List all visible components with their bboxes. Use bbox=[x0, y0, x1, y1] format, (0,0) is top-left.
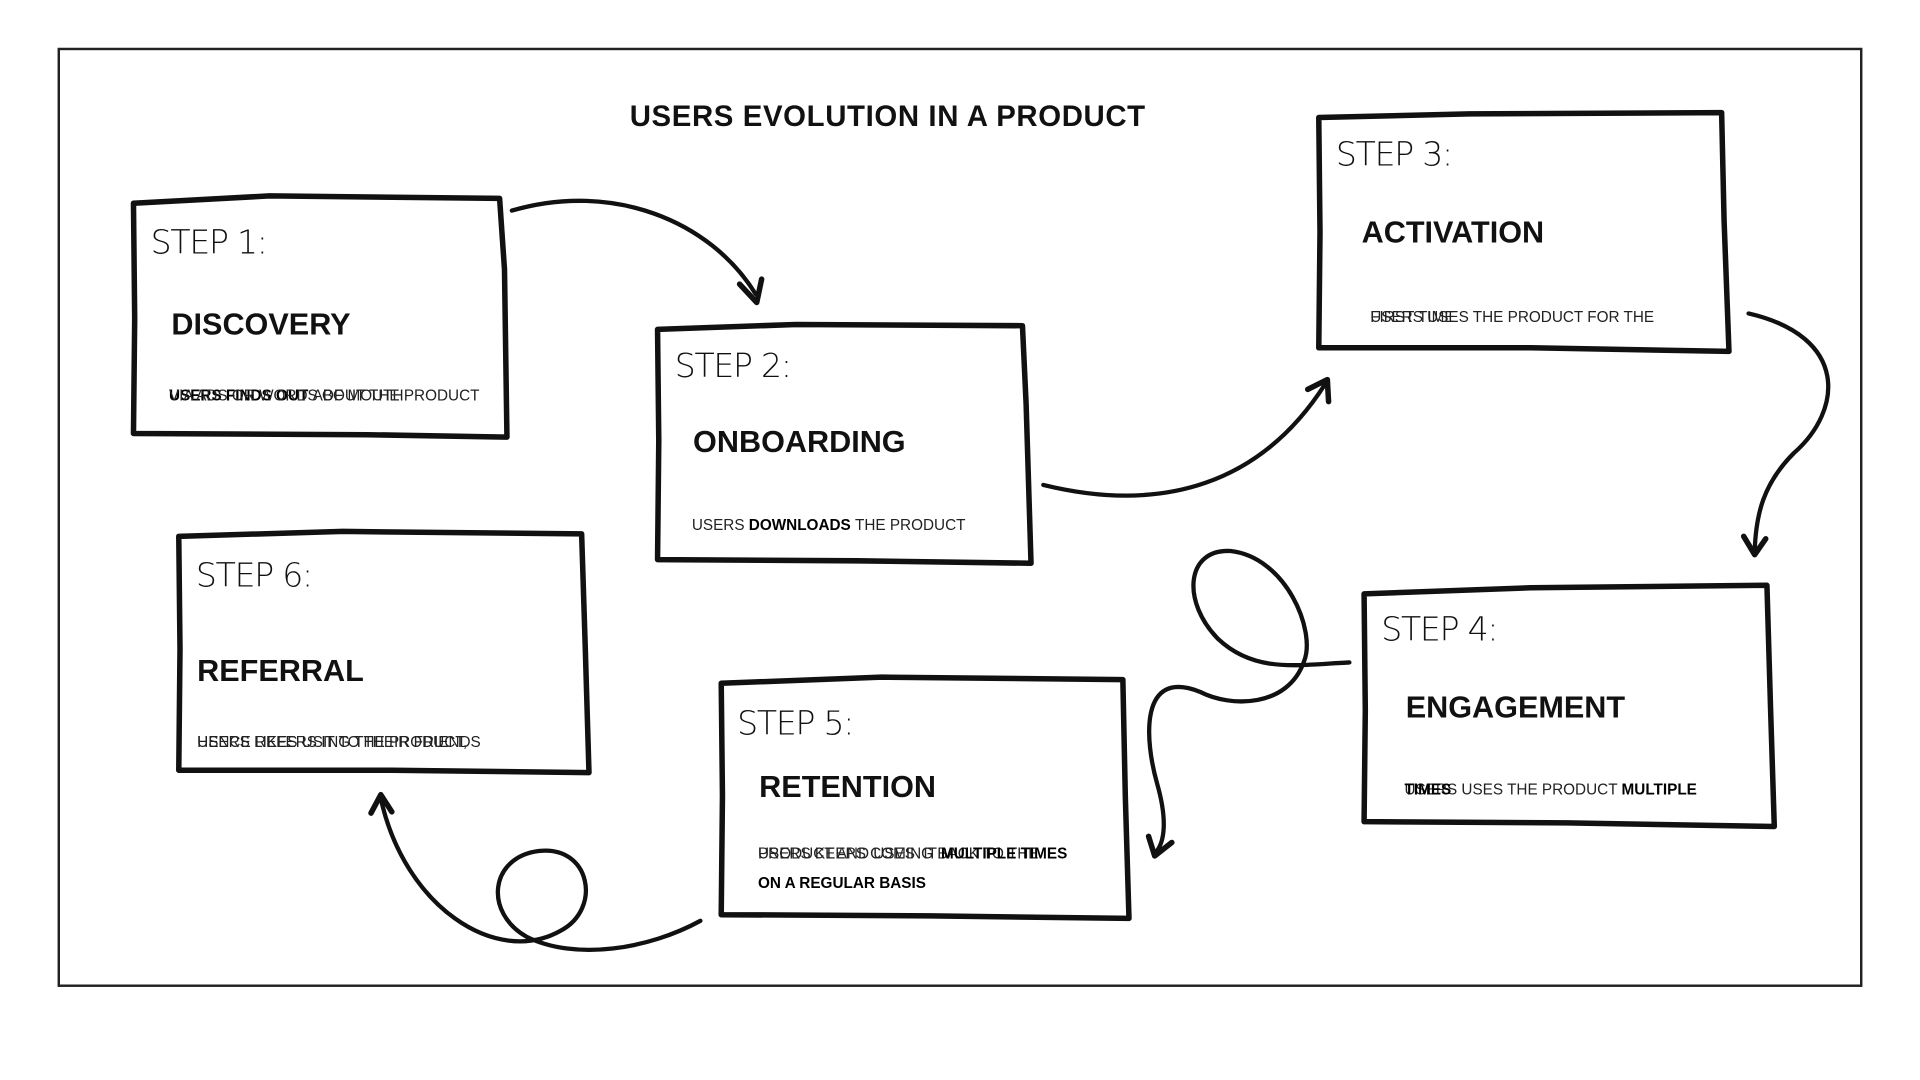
description-segment: ON A REGULAR BASIS bbox=[758, 875, 926, 892]
description-segment: DOWNLOADS bbox=[749, 517, 855, 534]
description-segment: USERS USES THE PRODUCT FOR THE bbox=[1370, 309, 1654, 326]
diagram-title: USERS EVOLUTION IN A PRODUCT bbox=[630, 100, 1146, 133]
arrowhead-icon bbox=[368, 791, 395, 816]
step-card-3: STEP 3: ACTIVATION USERS USES THE PRODUC… bbox=[1316, 109, 1732, 355]
description-segment: USERS LIKES USING THE PRODUCT, bbox=[197, 734, 467, 751]
arrowhead-icon bbox=[1145, 833, 1175, 859]
description-segment: ABOUT THE PRODUCT bbox=[313, 387, 480, 404]
step-description: USERS USES THE PRODUCT FOR THEFIRST TIME bbox=[1370, 309, 1654, 326]
description-segment: FIRST TIME bbox=[1370, 309, 1454, 326]
step-label: STEP 4: bbox=[1381, 609, 1497, 648]
description-segment: MULTIPLE bbox=[1622, 782, 1697, 799]
arrow-step4-to-step5 bbox=[1145, 548, 1352, 859]
step-label: STEP 1: bbox=[151, 222, 267, 261]
arrow-step3-to-step4 bbox=[1740, 311, 1831, 558]
arrowhead-icon bbox=[736, 276, 765, 306]
step-description: USERS USES THE PRODUCT MULTIPLE TIMES bbox=[1404, 782, 1696, 799]
step-description: USERS LIKES USING THE PRODUCT,HENCE REFE… bbox=[197, 734, 481, 751]
step-description: USERS KEEPS COMING BACK TO THEPRODUCT AN… bbox=[758, 845, 1067, 891]
step-label: STEP 5: bbox=[737, 704, 853, 743]
description-segment: VIA ADS OR WORDS OF MOUTH bbox=[169, 387, 404, 404]
description-segment: MULTIPLE TIMES bbox=[941, 845, 1067, 862]
arrowhead-icon bbox=[1740, 533, 1769, 558]
step-card-2: STEP 2: ONBOARDING USERS DOWNLOADS THE P… bbox=[654, 321, 1034, 567]
arrow-step1-to-step2 bbox=[509, 198, 765, 306]
step-description: USERS DOWNLOADS THE PRODUCT bbox=[692, 517, 966, 534]
step-card-1: STEP 1: DISCOVERY USERS FINDS OUT ABOUT … bbox=[130, 193, 510, 440]
step-title: ENGAGEMENT bbox=[1406, 691, 1626, 725]
step-label: STEP 6: bbox=[196, 556, 312, 595]
arrow-step5-to-step6 bbox=[368, 791, 703, 953]
step-label: STEP 2: bbox=[675, 346, 791, 385]
description-segment: USERS FINDS OUT bbox=[169, 387, 313, 404]
description-segment: THE PRODUCT bbox=[855, 517, 965, 534]
step-card-4: STEP 4: ENGAGEMENT USERS USES THE PRODUC… bbox=[1361, 582, 1778, 830]
description-segment: USERS USES THE PRODUCT bbox=[1404, 782, 1621, 799]
step-label: STEP 3: bbox=[1336, 134, 1452, 173]
step-title: REFERRAL bbox=[197, 654, 364, 688]
arrowhead-icon bbox=[1305, 376, 1332, 405]
step-title: ONBOARDING bbox=[693, 425, 906, 459]
step-title: ACTIVATION bbox=[1362, 215, 1545, 249]
description-segment: USERS bbox=[692, 517, 749, 534]
step-title: RETENTION bbox=[759, 770, 936, 804]
description-segment: USERS KEEPS COMING BACK TO THE bbox=[758, 845, 1039, 862]
step-description: USERS FINDS OUT ABOUT THE PRODUCTVIA ADS… bbox=[169, 387, 480, 404]
step-card-6: STEP 6: REFERRAL USERS LIKES USING THE P… bbox=[176, 528, 592, 776]
description-segment: HENCE REFERS IT TO THEIR FRIENDS bbox=[197, 734, 481, 751]
diagram-frame bbox=[57, 47, 1863, 987]
description-segment: TIMES bbox=[1404, 782, 1451, 799]
arrow-step2-to-step3 bbox=[1041, 376, 1332, 498]
step-card-5: STEP 5: RETENTION USERS KEEPS COMING BAC… bbox=[718, 674, 1132, 922]
step-title: DISCOVERY bbox=[171, 307, 350, 341]
description-segment: PRODUCT AND USES IT bbox=[758, 845, 941, 862]
